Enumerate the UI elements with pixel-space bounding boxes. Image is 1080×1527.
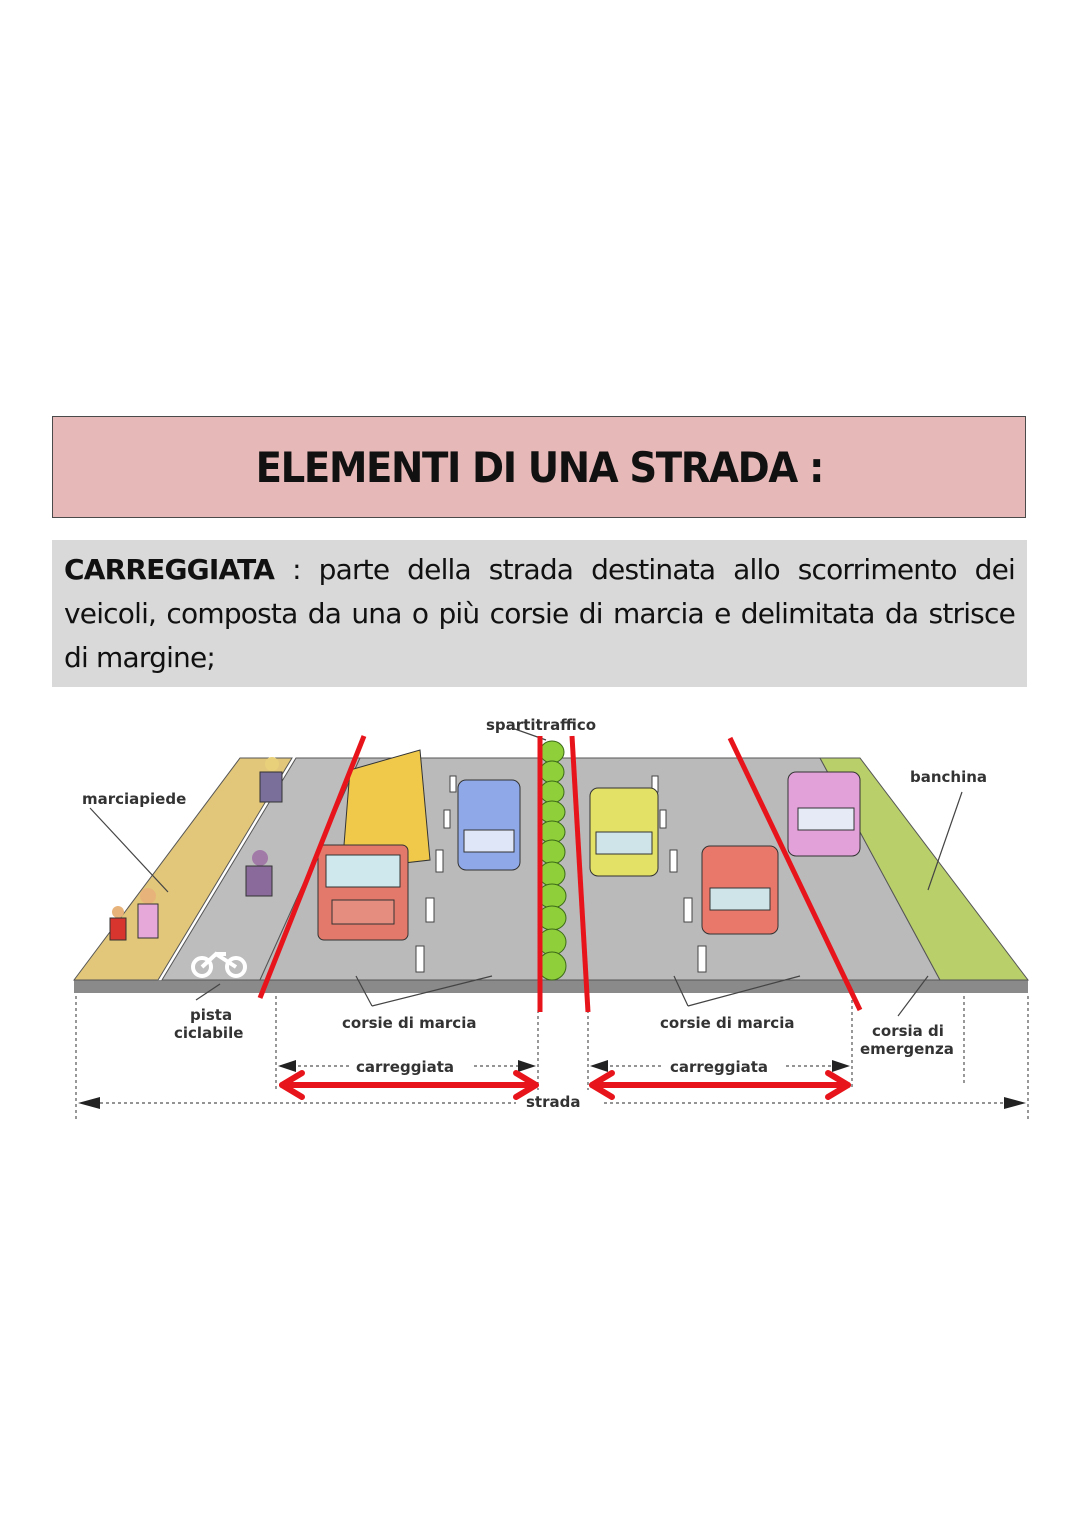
definition-box: CARREGGIATA : parte della strada destina… xyxy=(52,540,1027,687)
page-title: ELEMENTI DI UNA STRADA : xyxy=(255,442,824,492)
road-base-edge xyxy=(74,980,1028,993)
road-diagram: spartitraffico marciapiede banchina pist… xyxy=(60,700,1040,1140)
truck-illustration xyxy=(317,749,431,941)
label-corsie-left: corsie di marcia xyxy=(342,1014,476,1032)
bicycle-symbol-icon xyxy=(191,951,247,978)
label-emergenza-line1: corsia di xyxy=(872,1022,944,1040)
label-corsie-right: corsie di marcia xyxy=(660,1014,794,1032)
leader-lines xyxy=(89,727,963,1017)
label-emergenza-line2: emergenza xyxy=(860,1040,954,1058)
yellow-car-illustration xyxy=(589,787,659,877)
red-carreggiata-arrows xyxy=(279,1070,851,1100)
lane-dashes-left xyxy=(415,775,457,973)
label-carreggiata-left: carreggiata xyxy=(356,1058,454,1076)
definition-separator: : xyxy=(274,553,319,586)
red-car-illustration xyxy=(701,845,779,935)
label-pista-line2: ciclabile xyxy=(174,1024,243,1042)
red-boundary-lines xyxy=(257,735,863,1013)
cyclists-illustration xyxy=(245,757,283,897)
pedestrians-illustration xyxy=(109,888,159,941)
label-carreggiata-right: carreggiata xyxy=(670,1058,768,1076)
label-spartitraffico: spartitraffico xyxy=(486,716,596,734)
label-strada: strada xyxy=(526,1093,580,1111)
dimension-arrowheads xyxy=(78,1060,1026,1109)
label-banchina: banchina xyxy=(910,768,987,786)
lane-dashes-right xyxy=(651,775,707,973)
label-pista-line1: pista xyxy=(190,1006,232,1024)
sidewalk xyxy=(73,757,293,981)
definition-text: parte della strada destinata allo scorri… xyxy=(64,553,1016,674)
blue-car-illustration xyxy=(457,779,521,871)
pink-car-illustration xyxy=(787,771,861,857)
definition-term: CARREGGIATA xyxy=(64,553,275,586)
title-banner: ELEMENTI DI UNA STRADA : xyxy=(52,416,1026,518)
label-marciapiede: marciapiede xyxy=(82,790,186,808)
